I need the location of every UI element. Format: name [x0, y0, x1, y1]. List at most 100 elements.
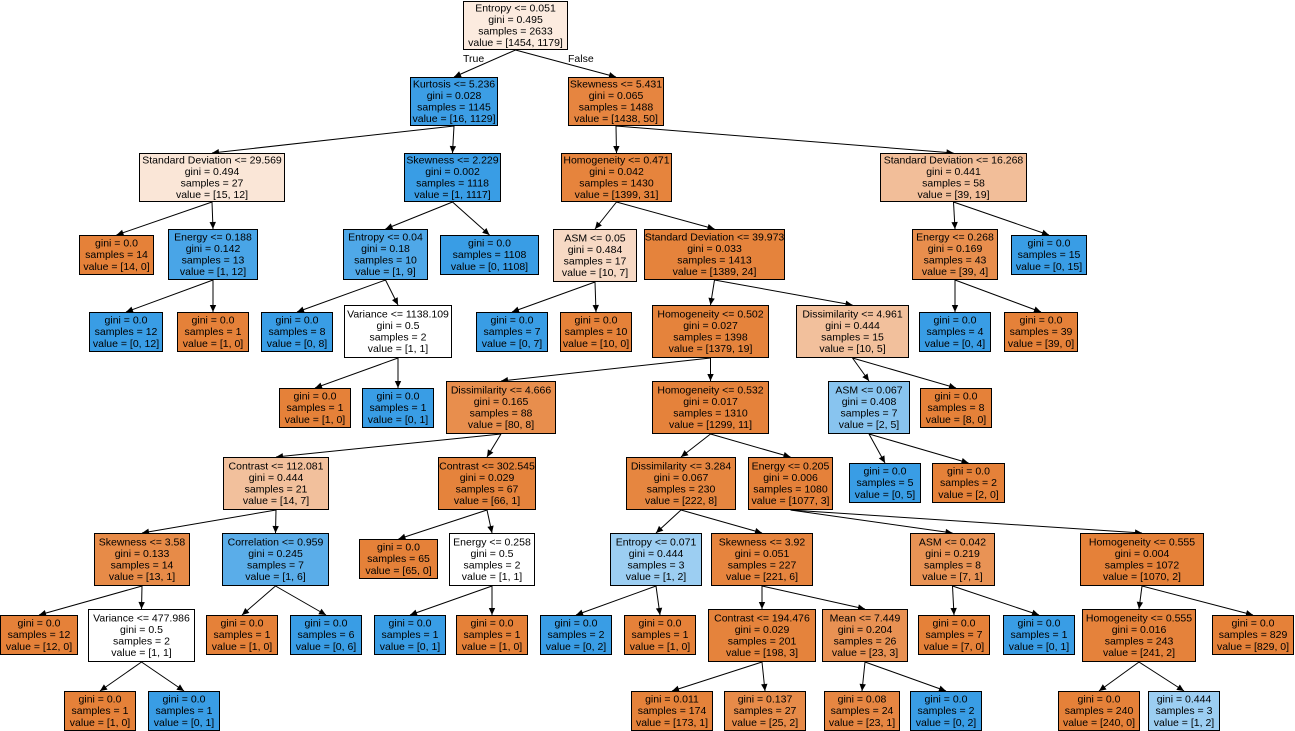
- node-stat-line: value = [0, 15]: [1016, 261, 1082, 273]
- node-stat-line: samples = 2: [918, 705, 975, 717]
- node-stat-line: samples = 7: [841, 408, 898, 420]
- node-split-rule: Mean <= 7.449: [830, 612, 901, 624]
- node-stat-line: gini = 0.0: [221, 618, 264, 630]
- node-box: [822, 609, 908, 662]
- node-split-rule: Variance <= 1138.109: [347, 308, 449, 320]
- arrowhead-icon: [209, 305, 217, 312]
- arrowhead-icon: [209, 221, 216, 229]
- node-stat-line: gini = 0.0: [294, 391, 337, 403]
- arrowhead-icon: [859, 683, 866, 691]
- arrowhead-icon: [656, 525, 664, 533]
- node-stat-line: value = [1, 0]: [462, 641, 522, 653]
- node-box: [568, 77, 664, 126]
- node-stat-line: samples = 43: [924, 255, 987, 267]
- node-stat-line: samples = 1430: [579, 178, 654, 190]
- arrowhead-icon: [1099, 684, 1107, 691]
- node-stat-line: samples = 7: [484, 326, 541, 338]
- arrowhead-icon: [394, 381, 402, 388]
- node-split-rule: Dissimilarity <= 4.961: [802, 308, 903, 320]
- node-box: [177, 312, 249, 352]
- node-stat-line: gini = 0.0: [79, 694, 122, 706]
- arrowhead-icon: [758, 602, 766, 609]
- node-split-rule: Dissimilarity <= 4.666: [451, 384, 552, 396]
- arrowhead-icon: [1041, 229, 1049, 236]
- node-stat-line: value = [1, 0]: [285, 414, 345, 426]
- node-stat-line: gini = 0.0: [935, 391, 978, 403]
- node-stat-line: samples = 88: [470, 408, 533, 420]
- tree-edge: [868, 433, 969, 464]
- arrowhead-icon: [672, 685, 680, 692]
- tree-edge: [500, 357, 711, 382]
- node-split-rule: Entropy <= 0.04: [348, 231, 423, 243]
- arrowhead-icon: [398, 533, 407, 540]
- tree-edge: [1098, 661, 1140, 692]
- arrowhead-icon: [1176, 684, 1184, 691]
- node-stat-line: gini = 0.0: [105, 315, 148, 327]
- node-stat-line: samples = 2: [370, 332, 427, 344]
- node-split-rule: Standard Deviation <= 16.268: [884, 154, 1024, 166]
- node-box: [1058, 691, 1140, 731]
- node-stat-line: samples = 27: [734, 705, 797, 717]
- node-stat-line: samples = 8: [928, 402, 985, 414]
- node-box: [261, 312, 333, 352]
- node-stat-line: samples = 2: [464, 560, 521, 572]
- node-stat-line: gini = 0.0: [864, 466, 907, 478]
- node-stat-line: value = [0, 7]: [482, 338, 542, 350]
- node-stat-line: samples = 27: [181, 178, 244, 190]
- node-stat-line: value = [0, 2]: [546, 641, 606, 653]
- node-stat-line: gini = 0.18: [361, 243, 410, 255]
- arrowhead-icon: [488, 608, 496, 615]
- node-box: [438, 457, 536, 510]
- node-box: [540, 615, 612, 655]
- node-split-rule: Skewness <= 3.92: [719, 536, 806, 548]
- node-stat-line: gini = 0.5: [120, 624, 163, 636]
- node-stat-line: value = [1379, 19]: [669, 343, 753, 355]
- node-stat-line: value = [0, 4]: [925, 338, 985, 350]
- node-stat-line: value = [0, 1]: [154, 717, 214, 729]
- arrowhead-icon: [138, 601, 145, 609]
- node-split-rule: Skewness <= 2.229: [406, 154, 498, 166]
- node-stat-line: gini = 0.142: [186, 243, 241, 255]
- node-box: [89, 312, 163, 352]
- node-stat-line: samples = 6: [298, 629, 355, 641]
- node-box: [223, 457, 329, 510]
- tree-edge: [575, 585, 657, 616]
- tree-edge: [452, 201, 490, 236]
- arrowhead-icon: [707, 374, 714, 381]
- node-stat-line: gini = 0.0: [377, 391, 420, 403]
- node-stat-line: samples = 14: [85, 249, 148, 261]
- node-box: [362, 388, 434, 428]
- node-stat-line: value = [0, 1]: [1009, 641, 1069, 653]
- node-stat-line: gini = 0.08: [838, 694, 887, 706]
- node-stat-line: value = [8, 0]: [926, 414, 986, 426]
- node-stat-line: value = [16, 1129]: [413, 113, 496, 125]
- node-stat-line: samples = 58: [922, 178, 985, 190]
- node-stat-line: value = [80, 8]: [468, 419, 534, 431]
- node-box: [148, 691, 220, 731]
- node-stat-line: gini = 0.165: [474, 396, 529, 408]
- node-stat-line: value = [240, 0]: [1063, 717, 1135, 729]
- node-box: [1080, 533, 1204, 586]
- node-stat-line: value = [7, 0]: [924, 641, 984, 653]
- node-box: [79, 235, 154, 275]
- node-stat-line: value = [1, 0]: [212, 641, 272, 653]
- node-stat-line: samples = 1: [632, 629, 689, 641]
- node-box: [343, 229, 428, 280]
- edge-labels-layer: True False: [463, 53, 594, 65]
- node-stat-line: value = [12, 0]: [6, 641, 72, 653]
